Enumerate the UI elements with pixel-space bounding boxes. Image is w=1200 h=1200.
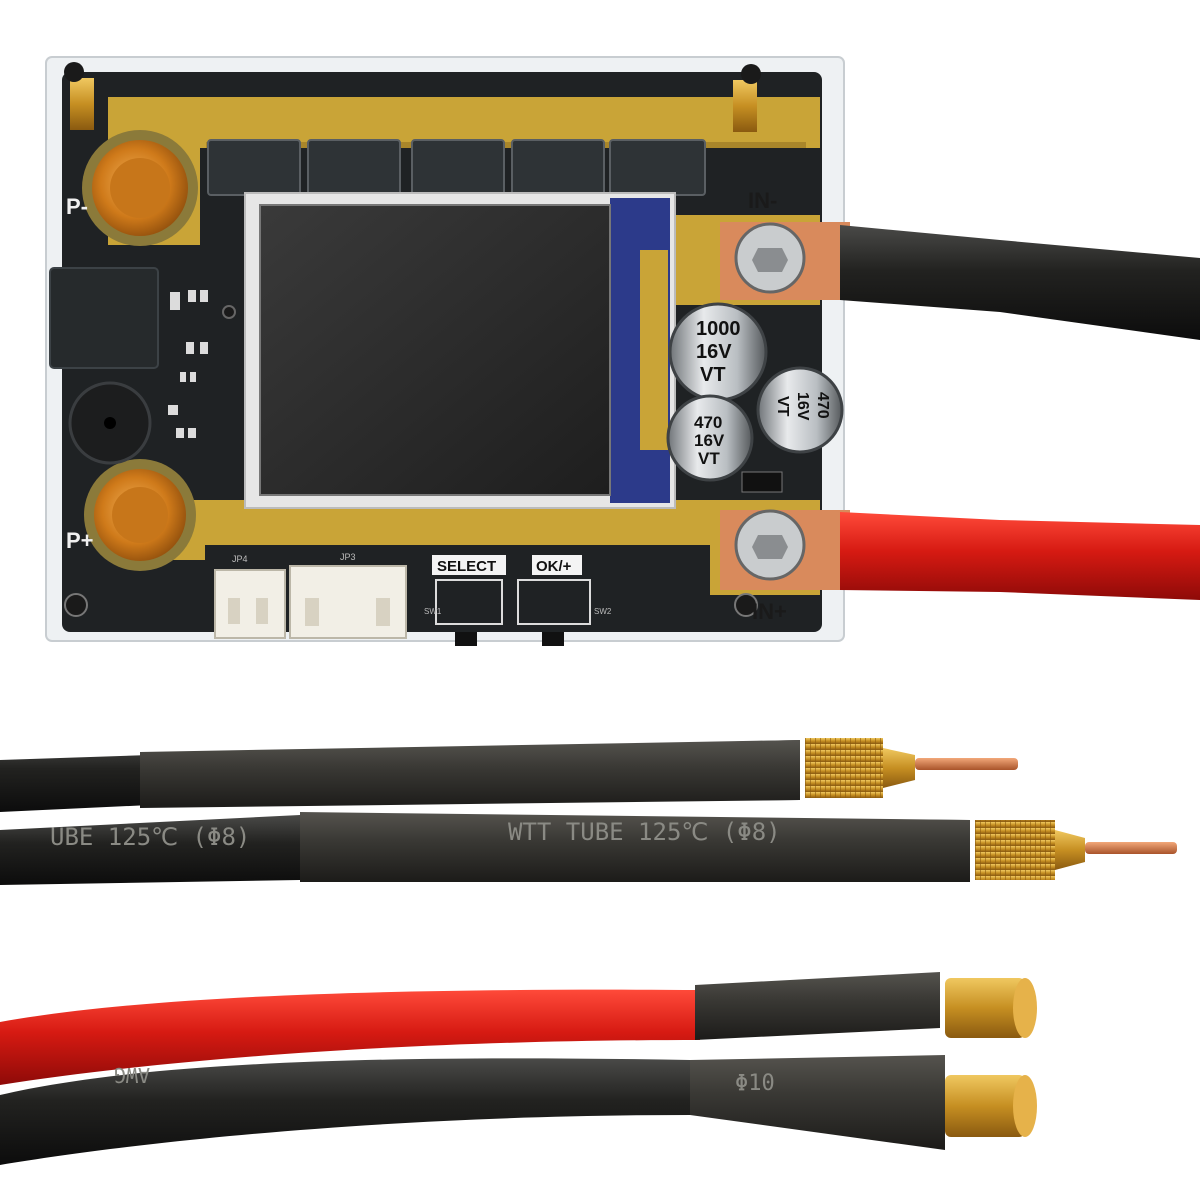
connector-jp3: JP3 bbox=[289, 552, 407, 639]
svg-text:470: 470 bbox=[814, 392, 831, 419]
smd-components bbox=[168, 290, 208, 438]
label-in-plus: IN+ bbox=[752, 599, 787, 624]
svg-text:JP4: JP4 bbox=[232, 554, 248, 564]
svg-text:OK/+: OK/+ bbox=[536, 558, 572, 575]
input-cable-negative bbox=[840, 225, 1200, 340]
svg-text:1000: 1000 bbox=[696, 318, 741, 340]
screw-mid-left bbox=[222, 305, 236, 319]
terminal-p-plus bbox=[84, 459, 196, 571]
svg-text:SW1: SW1 bbox=[424, 607, 442, 616]
screw-bottom-left bbox=[64, 593, 88, 617]
input-bolt-minus bbox=[720, 222, 850, 300]
pen-knurled-grip-lower bbox=[975, 820, 1055, 880]
svg-text:16V: 16V bbox=[794, 392, 811, 421]
label-p-plus: P+ bbox=[66, 528, 94, 553]
input-cable-positive bbox=[840, 512, 1200, 600]
welding-pen-upper bbox=[0, 738, 1018, 812]
svg-text:VT: VT bbox=[700, 364, 726, 386]
svg-text:SW2: SW2 bbox=[594, 607, 612, 616]
standoff-top-left bbox=[64, 62, 94, 130]
svg-text:JP3: JP3 bbox=[340, 552, 356, 562]
input-bolt-plus bbox=[720, 509, 850, 590]
capacitor-470uf-right: 470 16V VT bbox=[756, 366, 844, 454]
lcd-module bbox=[244, 192, 676, 509]
svg-text:16V: 16V bbox=[696, 341, 732, 363]
spot-welder-board: P- P+ 1000 16V VT bbox=[45, 56, 850, 646]
svg-text:SELECT: SELECT bbox=[437, 558, 496, 575]
copper-electrode-upper bbox=[915, 758, 1018, 770]
connector-jp4: JP4 bbox=[214, 554, 286, 639]
pen-knurled-grip-upper bbox=[805, 738, 883, 798]
capacitor-1000uf: 1000 16V VT bbox=[668, 302, 768, 402]
mosfet-row bbox=[207, 139, 706, 196]
lcd-screen bbox=[259, 204, 611, 496]
select-button[interactable]: SELECT SW1 bbox=[424, 555, 506, 646]
svg-text:VT: VT bbox=[698, 449, 720, 468]
label-p-minus: P- bbox=[66, 194, 88, 219]
output-cable-black bbox=[0, 1055, 1037, 1165]
tube-print-lower: WTT TUBE 125℃ (Φ8) bbox=[508, 818, 781, 846]
screw-bottom-right bbox=[734, 593, 758, 617]
svg-text:16V: 16V bbox=[694, 431, 725, 450]
inductor-block bbox=[49, 267, 159, 369]
copper-bus-top bbox=[108, 97, 820, 245]
copper-bus-bottom bbox=[108, 500, 820, 595]
copper-electrode-lower bbox=[1085, 842, 1177, 854]
standoff-top-right bbox=[733, 64, 761, 132]
welding-pen-lower bbox=[0, 812, 1177, 885]
bullet-connector-upper bbox=[945, 978, 1025, 1038]
sleeve-print: Φ10 bbox=[735, 1071, 775, 1096]
ok-plus-button[interactable]: OK/+ SW2 bbox=[517, 555, 612, 646]
bullet-connector-lower bbox=[945, 1075, 1025, 1137]
tube-print-upper: UBE 125℃ (Φ8) bbox=[50, 823, 250, 851]
capacitor-470uf-left: 470 16V VT bbox=[666, 394, 754, 482]
wire-print: AWG bbox=[114, 1063, 150, 1087]
output-cable-red bbox=[0, 972, 1037, 1085]
svg-text:VT: VT bbox=[774, 396, 791, 417]
smd-diode bbox=[741, 471, 783, 493]
terminal-p-minus bbox=[82, 130, 198, 246]
svg-text:470: 470 bbox=[694, 413, 722, 432]
label-in-minus: IN- bbox=[748, 188, 777, 213]
